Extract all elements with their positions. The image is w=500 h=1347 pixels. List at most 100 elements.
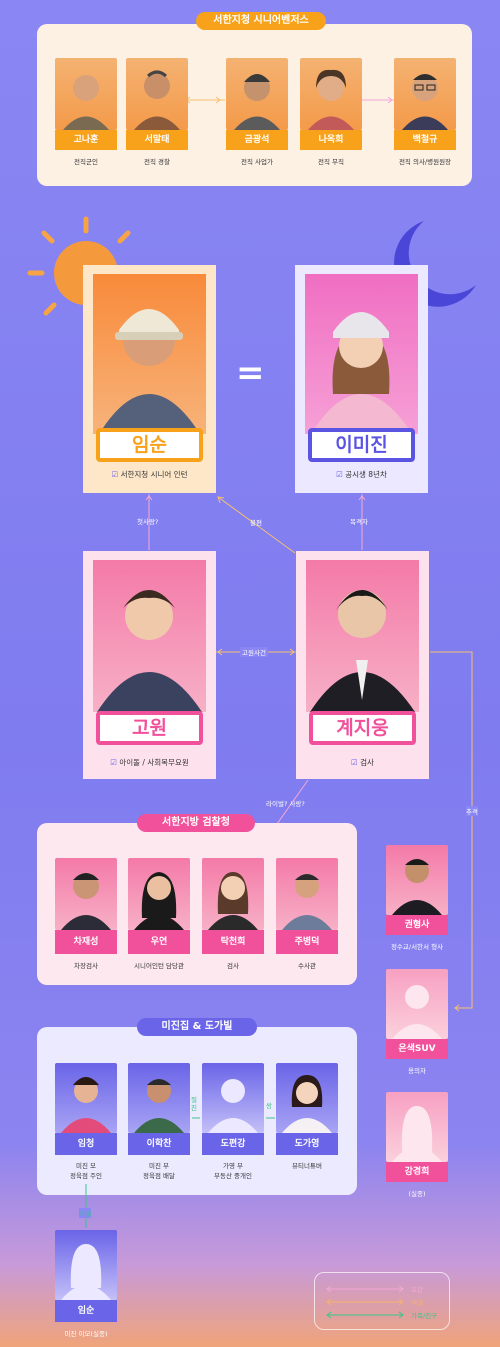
family-card-4: 도가영 뷰티너튜버: [276, 1063, 338, 1170]
side-name: 권형사: [386, 915, 448, 935]
name-box-gyejiwoong: 계지웅: [309, 711, 416, 745]
prosecutor-name: 차재성: [55, 930, 117, 954]
senior-card-2: 서말태 전직 경찰: [126, 58, 188, 166]
prosecutor-title: 서한지방 검찰청: [137, 814, 255, 832]
label-pair: 쌍: [266, 1102, 272, 1110]
senior-role: 전직 의사/병원원장: [398, 158, 452, 166]
family-role: 뷰티너튜버: [292, 1162, 322, 1170]
person-photo-icon: [202, 858, 264, 930]
main-card-imijin: 이미진 ☑ 공시생 8년차: [295, 265, 428, 493]
prosecutor-card-1: 차재성 차장검사: [55, 858, 117, 970]
family-name: 도가영: [276, 1133, 338, 1155]
aunt-role: 미진 이모(실종): [64, 1330, 108, 1338]
person-photo-icon: [394, 58, 456, 130]
prosecutor-card-4: 주병덕 수사관: [276, 858, 338, 970]
senior-card-1: 고나훈 전직군인: [55, 58, 117, 166]
prosecutor-name: 주병덕: [276, 930, 338, 954]
legend-label-rival: 적대: [411, 1299, 423, 1307]
person-photo-icon: [276, 858, 338, 930]
main-card-imsun: 임순 ☑ 서한지청 시니어 인턴: [83, 265, 216, 493]
legend-arrow-romance: [326, 1285, 404, 1293]
main-name: 이미진: [335, 434, 388, 456]
side-card-2: 은색SUV 용의자: [386, 969, 448, 1075]
senior-card-5: 백철규 전직 의사/병원원장: [394, 58, 456, 166]
label-rival-love: 라이벌? 사랑?: [266, 800, 305, 808]
name: 계지웅: [336, 717, 389, 739]
label-sister: 자매: [79, 1208, 91, 1218]
check-icon: ☑: [111, 470, 121, 479]
legend-arrow-family: [326, 1311, 404, 1319]
family-card-3: 도편강 가영 부 부동산 중개인: [202, 1063, 264, 1180]
prosecutor-card-3: 탁천희 검사: [202, 858, 264, 970]
prosecutor-name: 탁천희: [202, 930, 264, 954]
person-photo-icon: [55, 58, 117, 130]
side-name: 강경희: [386, 1162, 448, 1182]
side-card-3: 강경희 (실종): [386, 1092, 448, 1198]
senior-name: 고나훈: [55, 130, 117, 150]
senior-role: 전직 사업가: [241, 158, 273, 166]
legend-label-romance: 호감: [411, 1286, 423, 1294]
aunt-card: 임순 미진 이모(실종): [55, 1230, 117, 1338]
family-card-1: 임청 미진 모 정육점 주인: [55, 1063, 117, 1180]
family-role: 미진 모 정육점 주인: [70, 1162, 102, 1180]
check-icon: ☑: [336, 470, 346, 479]
card-gyejiwoong: 계지웅 ☑ 검사: [296, 551, 429, 779]
person-photo-icon: [300, 58, 362, 130]
name-box-imsun: 임순: [96, 428, 203, 462]
person-photo-icon: [55, 858, 117, 930]
senior-card-4: 나옥희 전직 무직: [300, 58, 362, 166]
family-role: 미진 부 정육점 배달: [143, 1162, 175, 1180]
family-name: 도편강: [202, 1133, 264, 1155]
label-best-friend: 절친: [191, 1096, 197, 1112]
prosecutor-role: 수사관: [298, 962, 316, 970]
prosecutor-role: 시니어인턴 담당관: [134, 962, 184, 970]
aunt-name: 임순: [55, 1300, 117, 1322]
role: ☑ 아이돌 / 사회복무요원: [110, 758, 189, 767]
person-photo-icon: [306, 560, 419, 712]
prosecutor-card-2: 우연 시니어인턴 담당관: [128, 858, 190, 970]
prosecutor-name: 우연: [128, 930, 190, 954]
name-box-imijin: 이미진: [308, 428, 415, 462]
side-role: (실종): [408, 1190, 426, 1198]
label-suspicion: 불편: [250, 519, 262, 527]
silhouette-icon: [386, 1092, 448, 1162]
family-name: 이학찬: [128, 1133, 190, 1155]
silhouette-icon: [202, 1063, 264, 1133]
person-photo-icon: [93, 560, 206, 712]
name: 고원: [132, 717, 167, 739]
label-case: 고원사건: [240, 647, 268, 657]
senior-name: 서말태: [126, 130, 188, 150]
main-role: ☑ 서한지청 시니어 인턴: [111, 470, 188, 479]
person-photo-icon: [386, 845, 448, 915]
main-role: ☑ 공시생 8년차: [336, 470, 387, 479]
label-chase: 추격: [466, 806, 478, 816]
label-first-love: 첫사랑?: [137, 518, 159, 526]
legend: 호감 적대 가족/친구: [314, 1272, 450, 1330]
side-card-1: 권형사 정수교/서한서 형사: [386, 845, 448, 951]
legend-arrow-rival: [326, 1298, 404, 1306]
side-role: 용의자: [408, 1067, 426, 1075]
senior-name: 나옥희: [300, 130, 362, 150]
senior-name: 백철규: [394, 130, 456, 150]
senior-role: 전직 무직: [318, 158, 344, 166]
equals-sign: =: [236, 353, 265, 393]
side-name: 은색SUV: [386, 1039, 448, 1059]
side-role: 정수교/서한서 형사: [390, 943, 444, 951]
legend-label-family: 가족/친구: [411, 1312, 438, 1320]
person-photo-icon: [276, 1063, 338, 1133]
person-photo-icon: [126, 58, 188, 130]
check-icon: ☑: [110, 758, 120, 767]
family-card-2: 이학찬 미진 부 정육점 배달: [128, 1063, 190, 1180]
senior-name: 금광석: [226, 130, 288, 150]
check-icon: ☑: [351, 758, 361, 767]
family-name: 임청: [55, 1133, 117, 1155]
prosecutor-role: 차장검사: [74, 962, 98, 970]
senior-card-3: 금광석 전직 사업가: [226, 58, 288, 166]
person-photo-icon: [226, 58, 288, 130]
person-photo-icon: [93, 274, 206, 434]
name-box-gowon: 고원: [96, 711, 203, 745]
family-title: 미진집 & 도가빌: [137, 1018, 257, 1036]
role: ☑ 검사: [351, 758, 374, 767]
